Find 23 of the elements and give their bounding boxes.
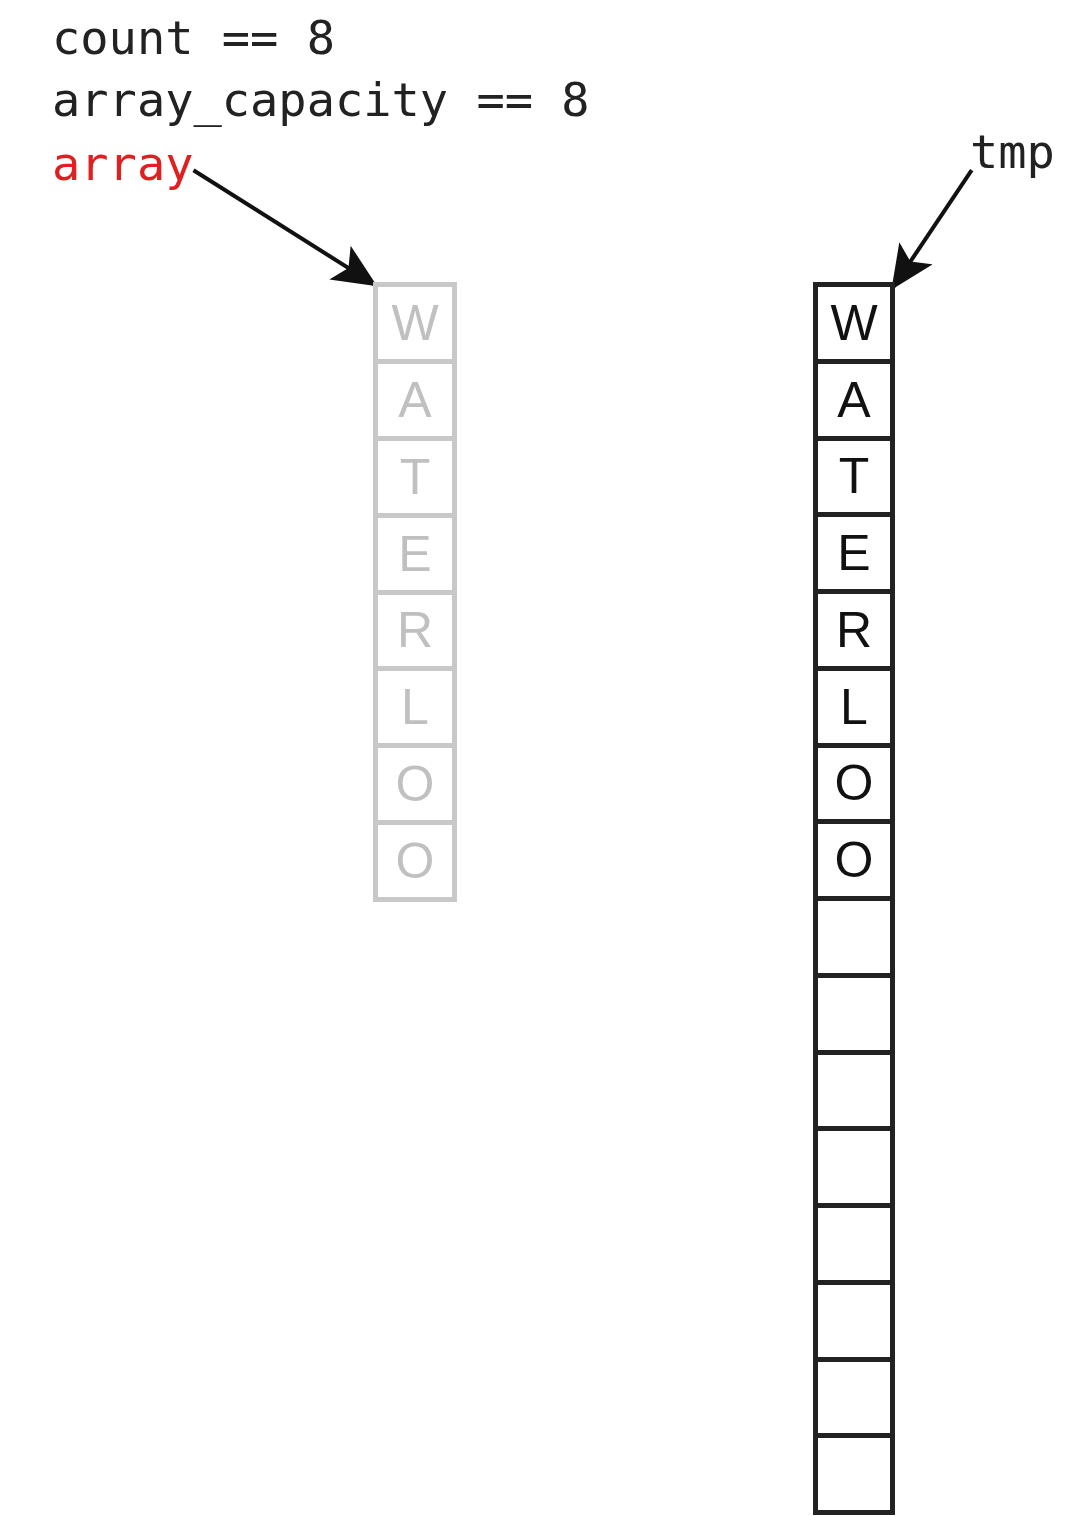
code-line: array_capacity == 8 <box>52 74 590 126</box>
variable-label: tmp <box>970 126 1055 178</box>
letter-cell: W <box>818 287 890 359</box>
letter-cell: O <box>818 742 890 820</box>
letter-cell: T <box>378 435 452 513</box>
letter-cell: R <box>818 589 890 666</box>
letter-cell: T <box>818 435 890 513</box>
letter-cell: E <box>378 512 452 590</box>
letter-cell: E <box>818 512 890 589</box>
letter-cell: W <box>378 287 452 359</box>
code-line: count == 8 <box>52 12 335 64</box>
letter-cell: L <box>818 665 890 743</box>
variable-label: array <box>52 138 194 190</box>
letter-cell: R <box>378 589 452 667</box>
letter-cell: L <box>378 666 452 744</box>
letter-cell: O <box>818 819 890 896</box>
array-column <box>813 282 895 1515</box>
array-column <box>373 282 457 902</box>
letter-cell: A <box>378 358 452 436</box>
letter-cell: O <box>378 820 452 897</box>
letter-cell: A <box>818 358 890 436</box>
arrow <box>890 169 974 290</box>
letter-cell: O <box>378 743 452 821</box>
